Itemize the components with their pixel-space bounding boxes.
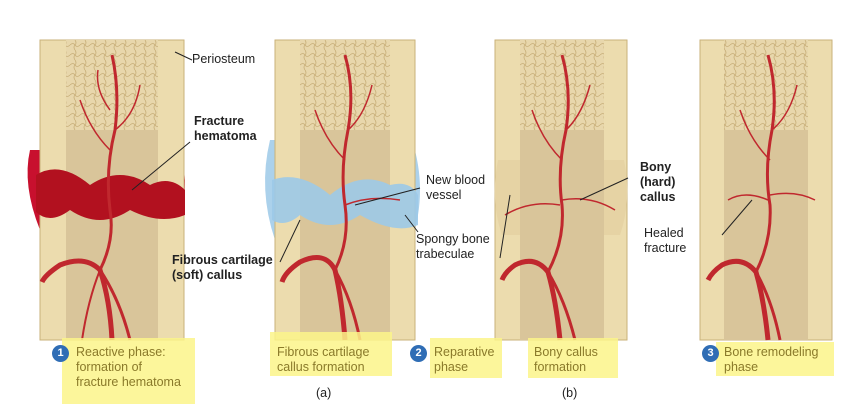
highlight-fibrous — [270, 332, 392, 376]
label-fibrous-soft-callus: Fibrous cartilage(soft) callus — [172, 253, 273, 282]
highlight-step2 — [430, 338, 502, 378]
label-periosteum: Periosteum — [192, 52, 256, 66]
step-2-badge: 2 — [410, 345, 427, 362]
leader-lines — [131, 51, 753, 263]
step-3-badge: 3 — [702, 345, 719, 362]
highlight-step1 — [62, 338, 195, 404]
step-1-badge: 1 — [52, 345, 69, 362]
panel-3-hard-callus — [494, 39, 628, 341]
label-bony-hard-callus: Bony(hard)callus — [640, 160, 676, 204]
highlight-bony — [528, 338, 618, 378]
sublabel-a: (a) — [316, 386, 332, 400]
highlight-step3 — [716, 342, 834, 376]
sublabel-b: (b) — [562, 386, 578, 400]
panel-1-hematoma — [27, 39, 185, 341]
panel-2-soft-callus — [265, 39, 420, 341]
panel-4-remodeled — [699, 39, 833, 341]
